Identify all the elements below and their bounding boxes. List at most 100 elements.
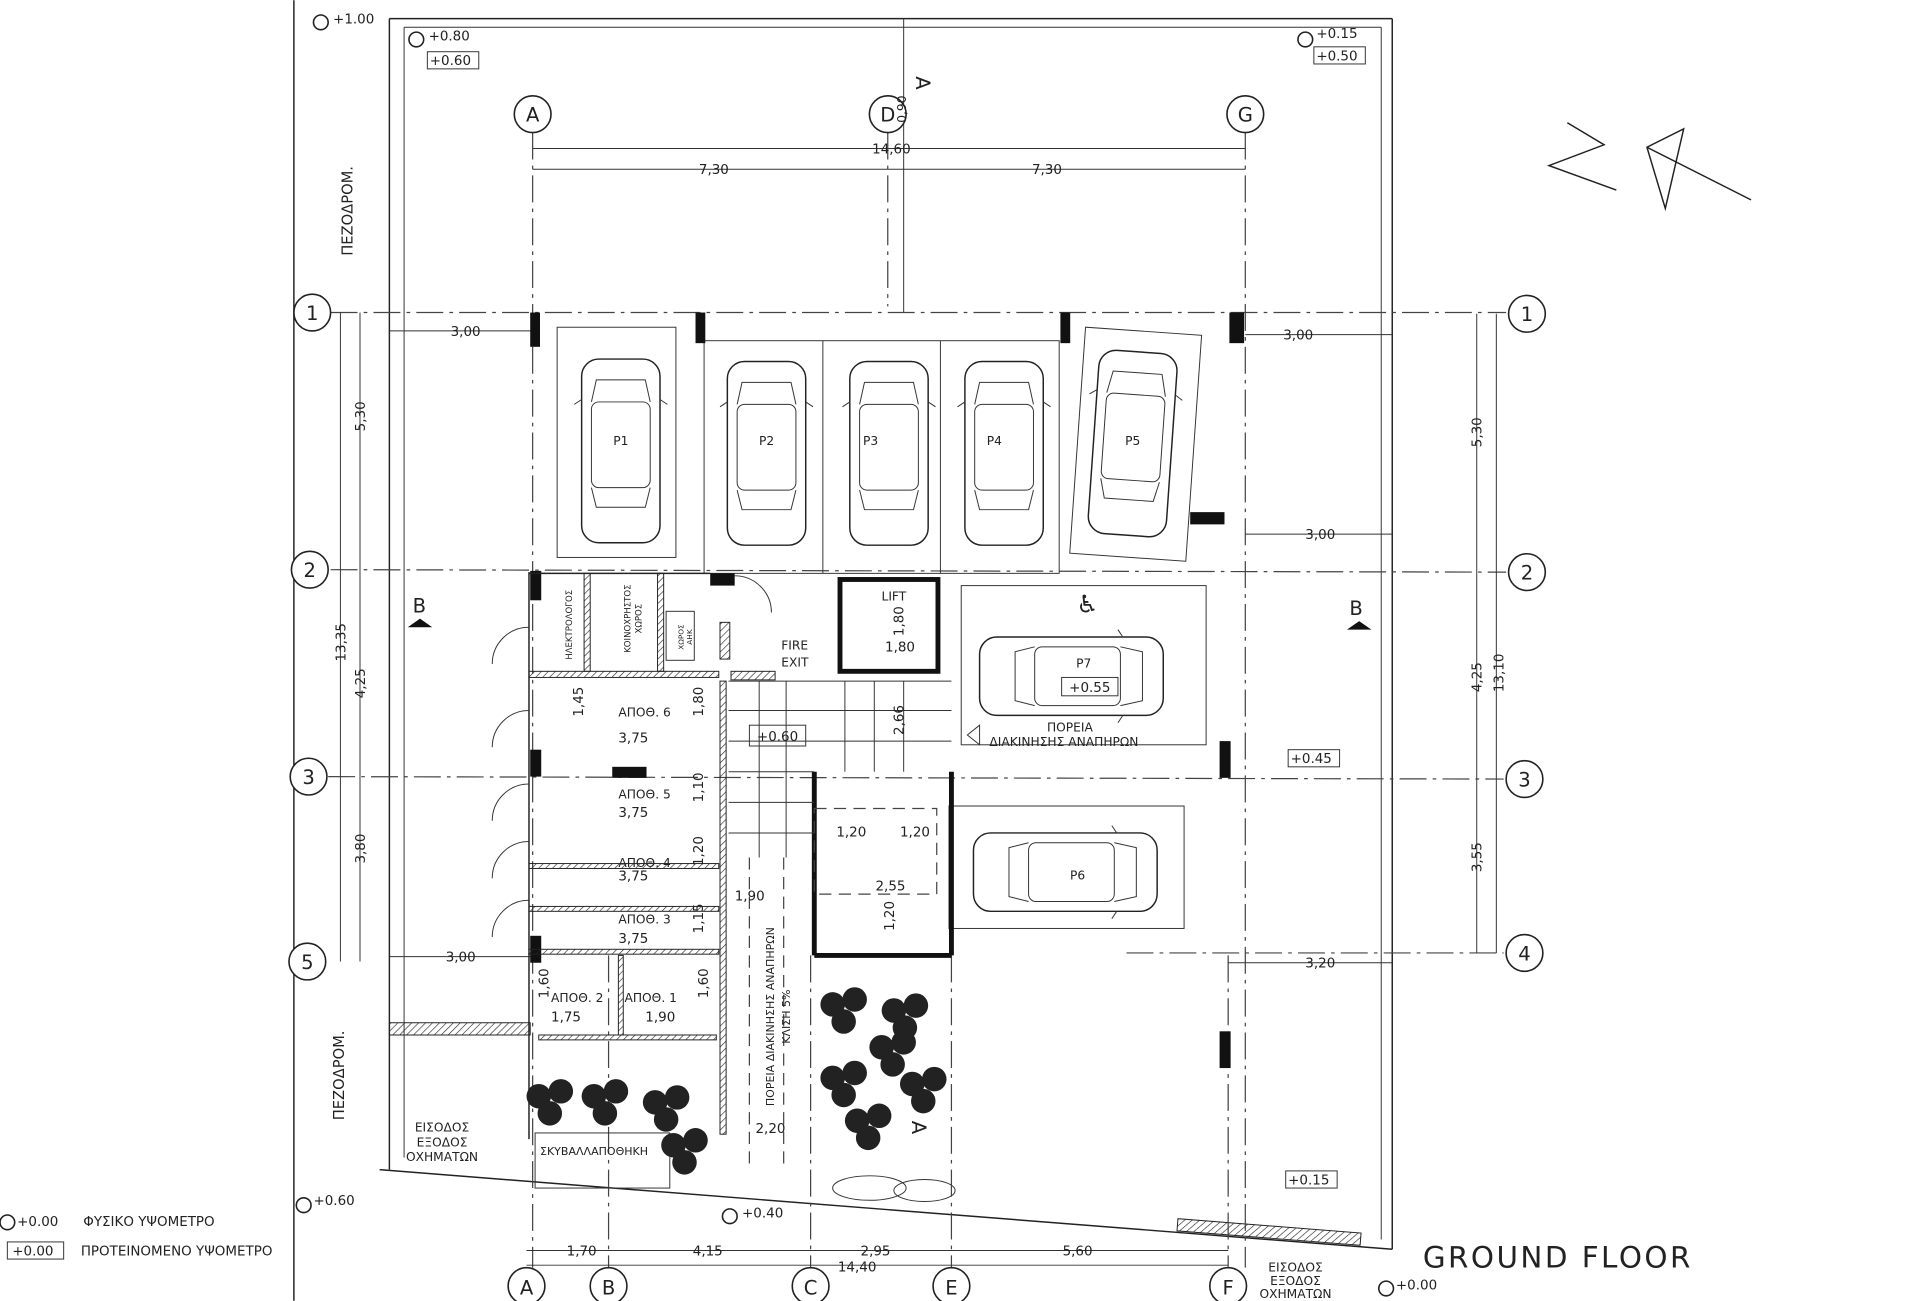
svg-text:1,20: 1,20 [900, 826, 930, 841]
vehicle-entrance-left: ΕΙΣΟΔΟΣ ΕΞΟΔΟΣ ΟΧΗΜΑΤΩΝ [406, 1121, 478, 1164]
parking-p1: P1 [573, 358, 669, 544]
svg-text:14,40: 14,40 [838, 1260, 877, 1275]
grid-right-1: 1 [1507, 294, 1547, 333]
drawing-title: GROUND FLOOR [1423, 1241, 1693, 1275]
svg-text:ΑΠΟΘ. 4: ΑΠΟΘ. 4 [618, 856, 671, 870]
svg-text:ΑΠΟΘ. 6: ΑΠΟΘ. 6 [618, 706, 671, 720]
grid-top-d: D [868, 95, 907, 134]
svg-text:2,95: 2,95 [861, 1244, 891, 1259]
svg-text:1,80: 1,80 [893, 606, 908, 636]
svg-text:1,15: 1,15 [692, 903, 707, 933]
grid-bottom-e: E [932, 1266, 971, 1301]
grid-axes [328, 132, 1507, 1268]
svg-text:+0.15: +0.15 [1288, 1173, 1329, 1188]
svg-text:3,75: 3,75 [618, 932, 648, 947]
svg-text:4,25: 4,25 [1471, 662, 1486, 692]
svg-text:ΚΛΙΣΗ 5%: ΚΛΙΣΗ 5% [780, 990, 793, 1044]
svg-text:1,90: 1,90 [735, 889, 765, 904]
svg-text:ΟΧΗΜΑΤΩΝ: ΟΧΗΜΑΤΩΝ [1259, 1287, 1331, 1301]
svg-text:7,30: 7,30 [699, 163, 729, 178]
svg-text:E: E [945, 1277, 957, 1300]
svg-text:14,60: 14,60 [872, 142, 911, 157]
svg-text:1,20: 1,20 [836, 826, 866, 841]
svg-text:ΧΩΡΟΣ: ΧΩΡΟΣ [635, 604, 645, 634]
svg-text:1,20: 1,20 [883, 901, 898, 931]
svg-text:+0.80: +0.80 [429, 30, 470, 45]
svg-text:5,30: 5,30 [354, 401, 369, 431]
svg-text:P5: P5 [1125, 434, 1140, 448]
svg-text:B: B [413, 595, 426, 618]
svg-text:1,75: 1,75 [551, 1011, 581, 1026]
svg-text:P6: P6 [1070, 868, 1085, 882]
svg-text:B: B [1349, 597, 1362, 620]
parking-p3: P3 [841, 360, 937, 546]
svg-text:ΗΛΕΚΤΡΟΛΟΓΟΣ: ΗΛΕΚΤΡΟΛΟΓΟΣ [565, 590, 575, 660]
svg-text:3: 3 [1518, 768, 1530, 791]
svg-text:+0.15: +0.15 [1316, 27, 1357, 42]
grid-bottom-c: C [791, 1266, 830, 1301]
svg-text:+0.00: +0.00 [17, 1215, 58, 1230]
svg-text:+0.60: +0.60 [313, 1194, 354, 1209]
svg-text:ΕΙΣΟΔΟΣ: ΕΙΣΟΔΟΣ [1268, 1260, 1322, 1274]
svg-text:A: A [907, 1121, 930, 1135]
svg-text:13,10: 13,10 [1493, 654, 1508, 693]
elevation-marks: +1.00 +0.80 +0.60 +0.15 +0.50 +0.60 +0.4… [295, 13, 1437, 1297]
grid-top-a: A [513, 95, 552, 134]
grid-left-5: 5 [288, 942, 327, 981]
north-arrow [1546, 122, 1752, 212]
legend: +0.00 ΦΥΣΙΚΟ ΥΨΟΜΕΤΡΟ +0.00 ΠΡΟΤΕΙΝΟΜΕΝΟ… [0, 1214, 273, 1260]
svg-text:A: A [526, 104, 540, 127]
svg-text:+0.00: +0.00 [12, 1244, 53, 1259]
svg-text:3,75: 3,75 [618, 806, 648, 821]
svg-text:3: 3 [302, 766, 314, 789]
svg-text:3,00: 3,00 [451, 325, 481, 340]
svg-text:P1: P1 [613, 434, 628, 448]
svg-text:4: 4 [1518, 942, 1530, 965]
svg-text:ΑΠΟΘ. 5: ΑΠΟΘ. 5 [618, 788, 670, 802]
grid-top-g: G [1226, 95, 1265, 134]
grid-left-1: 1 [293, 293, 332, 332]
svg-text:3,00: 3,00 [446, 951, 476, 966]
svg-text:1,70: 1,70 [567, 1244, 597, 1259]
grid-bubbles: A D G A B C E F 1 2 3 5 1 2 3 4 [288, 95, 1547, 1301]
svg-text:G: G [1238, 104, 1253, 127]
svg-text:ΠΟΡΕΙΑ: ΠΟΡΕΙΑ [1047, 720, 1094, 734]
columns [530, 312, 1245, 1069]
svg-text:0,90: 0,90 [895, 95, 909, 122]
section-marks: B B A A [407, 76, 1372, 1135]
svg-text:3,20: 3,20 [1305, 957, 1335, 972]
svg-text:+1.00: +1.00 [333, 13, 374, 28]
svg-text:+0.45: +0.45 [1291, 752, 1332, 767]
svg-text:+0.40: +0.40 [742, 1206, 783, 1221]
grid-right-4: 4 [1505, 933, 1544, 973]
svg-text:4,25: 4,25 [354, 668, 369, 698]
svg-text:ΑΠΟΘ. 2: ΑΠΟΘ. 2 [551, 991, 603, 1005]
svg-text:ΧΩΡΟΣ: ΧΩΡΟΣ [676, 624, 685, 650]
svg-text:EXIT: EXIT [781, 655, 809, 669]
svg-text:B: B [602, 1277, 615, 1300]
svg-text:P3: P3 [863, 434, 878, 448]
svg-text:ΕΞΟΔΟΣ: ΕΞΟΔΟΣ [417, 1135, 468, 1149]
svg-text:A: A [911, 76, 934, 90]
svg-text:2: 2 [304, 559, 316, 582]
accessible-icon: ♿ [1076, 590, 1098, 619]
parking-p2: P2 [719, 360, 814, 546]
svg-text:5,60: 5,60 [1063, 1244, 1093, 1259]
svg-text:5,30: 5,30 [1471, 417, 1486, 447]
svg-text:3,75: 3,75 [618, 731, 648, 746]
svg-text:1,20: 1,20 [692, 836, 707, 866]
svg-text:ΔΙΑΚΙΝΗΣΗΣ ΑΝΑΠΗΡΩΝ: ΔΙΑΚΙΝΗΣΗΣ ΑΝΑΠΗΡΩΝ [989, 735, 1138, 749]
svg-text:1: 1 [1521, 303, 1533, 326]
svg-text:FIRE: FIRE [781, 638, 808, 652]
svg-text:1,80: 1,80 [692, 687, 707, 717]
svg-text:5: 5 [301, 951, 313, 974]
svg-text:3,00: 3,00 [1305, 528, 1335, 543]
svg-text:ΠΡΟΤΕΙΝΟΜΕΝΟ ΥΨΟΜΕΤΡΟ: ΠΡΟΤΕΙΝΟΜΕΝΟ ΥΨΟΜΕΤΡΟ [81, 1244, 273, 1259]
svg-text:P4: P4 [987, 434, 1002, 448]
svg-text:1,45: 1,45 [572, 687, 587, 717]
svg-text:P2: P2 [759, 434, 774, 448]
svg-text:ΚΟΙΝΟΧΡΗΣΤΟΣ: ΚΟΙΝΟΧΡΗΣΤΟΣ [624, 585, 634, 653]
storages: ΑΠΟΘ. 6 ΑΠΟΘ. 5 ΑΠΟΘ. 4 ΑΠΟΘ. 3 ΑΠΟΘ. 2 … [491, 626, 712, 1189]
svg-text:A: A [520, 1277, 534, 1300]
